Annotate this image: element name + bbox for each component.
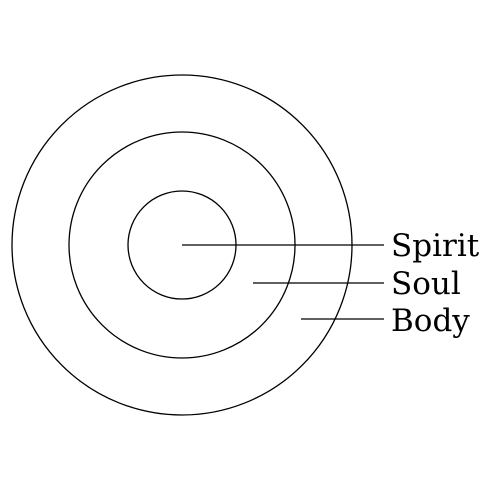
soul-label: Soul [391,266,461,302]
body-label: Body [391,303,470,339]
spirit-label: Spirit [391,228,480,264]
